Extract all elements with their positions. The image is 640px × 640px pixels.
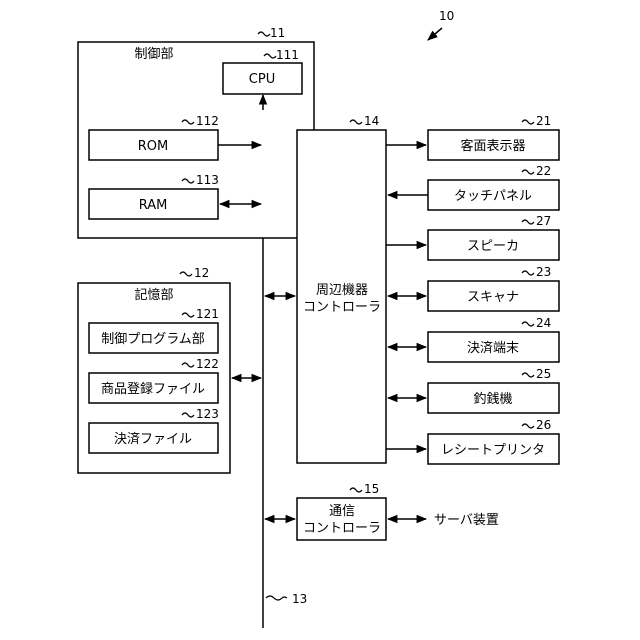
comm-controller-label-line1: 通信: [329, 504, 355, 519]
figure-ref-arrow: [428, 28, 442, 40]
device-label-receipt-printer: レシートプリンタ: [441, 443, 545, 458]
control-unit-title: 制御部: [134, 47, 173, 62]
device-label-touch-panel: タッチパネル: [454, 189, 532, 204]
product-file-label: 商品登録ファイル: [101, 382, 205, 397]
figure-ref: 10: [439, 9, 454, 23]
ram-ref: 113: [196, 173, 219, 187]
product-file-ref: 122: [196, 357, 219, 371]
peripheral-controller-label-line2: コントローラ: [303, 300, 381, 315]
device-ref-leader-speaker: [522, 220, 534, 224]
device-ref-customer-display: 21: [536, 114, 551, 128]
peripheral-controller-label-line1: 周辺機器: [316, 283, 368, 298]
comm-controller-label-line2: コントローラ: [303, 521, 381, 536]
payment-file-ref: 123: [196, 407, 219, 421]
device-ref-leader-customer-display: [522, 120, 534, 124]
bus-ref-leader: [266, 596, 287, 600]
device-label-change-machine: 釣銭機: [473, 391, 512, 407]
comm-controller-ref-leader: [350, 488, 362, 492]
device-label-customer-display: 客面表示器: [460, 138, 525, 154]
comm-controller-ref: 15: [364, 482, 379, 496]
device-ref-leader-scanner: [522, 271, 534, 275]
control-unit-ref-leader: [258, 32, 270, 36]
bus-ref: 13: [292, 592, 307, 606]
device-ref-leader-payment-terminal: [522, 322, 534, 326]
device-ref-leader-change-machine: [522, 373, 534, 377]
control-program-ref: 121: [196, 307, 219, 321]
cpu-ref: 111: [276, 48, 299, 62]
device-ref-leader-receipt-printer: [522, 424, 534, 428]
device-ref-leader-touch-panel: [522, 170, 534, 174]
device-ref-speaker: 27: [536, 214, 551, 228]
peripheral-controller-ref-leader: [350, 120, 362, 124]
storage-unit-ref-leader: [180, 272, 192, 276]
device-label-payment-terminal: 決済端末: [467, 340, 519, 356]
rom-label: ROM: [138, 139, 168, 154]
device-ref-receipt-printer: 26: [536, 418, 551, 432]
device-label-speaker: スピーカ: [467, 239, 519, 254]
control-unit-ref: 11: [270, 26, 285, 40]
device-ref-payment-terminal: 24: [536, 316, 551, 330]
ram-label: RAM: [139, 198, 168, 213]
rom-ref: 112: [196, 114, 219, 128]
device-label-scanner: スキャナ: [467, 290, 519, 305]
control-program-label: 制御プログラム部: [101, 332, 205, 347]
storage-unit-ref: 12: [194, 266, 209, 280]
device-ref-scanner: 23: [536, 265, 551, 279]
cpu-label: CPU: [249, 72, 275, 87]
device-ref-touch-panel: 22: [536, 164, 551, 178]
payment-file-label: 決済ファイル: [114, 431, 192, 447]
storage-unit-title: 記憶部: [134, 287, 173, 303]
server-label: サーバ装置: [434, 513, 499, 528]
device-ref-change-machine: 25: [536, 367, 551, 381]
peripheral-controller-ref: 14: [364, 114, 379, 128]
